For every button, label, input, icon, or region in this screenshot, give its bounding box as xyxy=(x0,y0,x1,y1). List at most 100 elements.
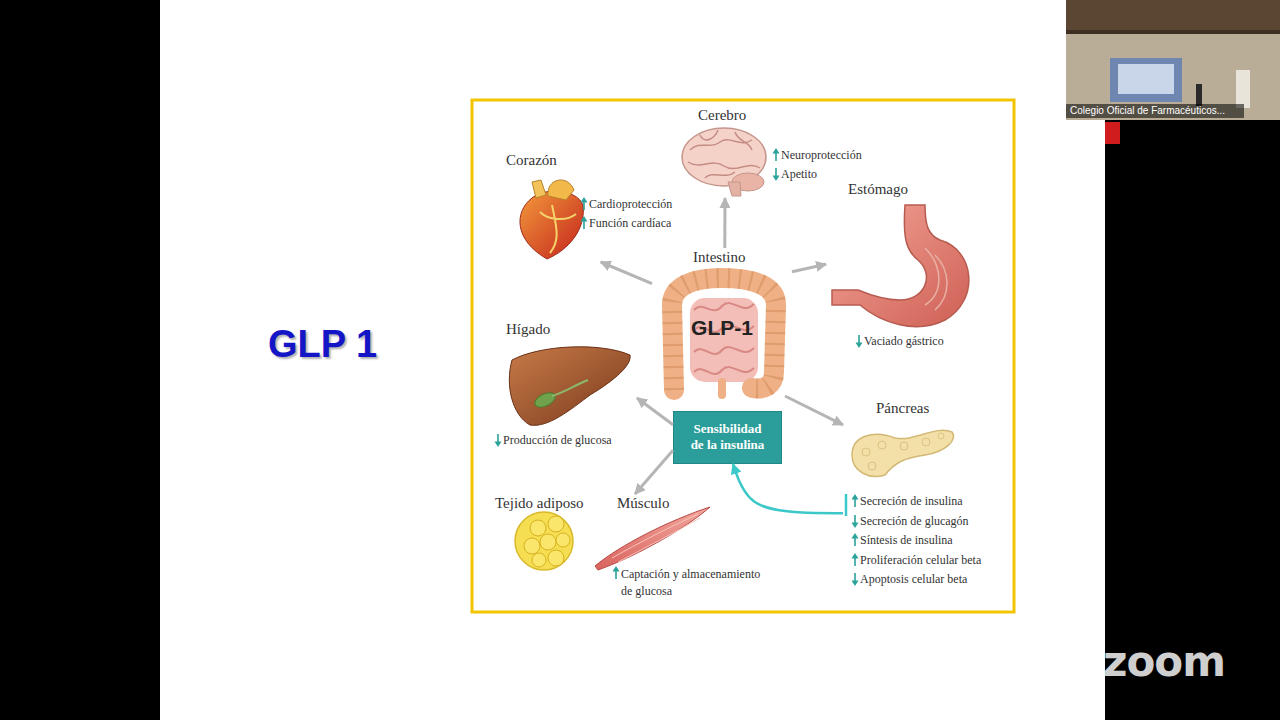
trend-arrow-head xyxy=(856,343,863,349)
effect-text: Proliferación celular beta xyxy=(860,553,981,567)
pancreas-illustration xyxy=(852,430,953,476)
trend-arrow xyxy=(852,515,859,528)
trend-arrow-head xyxy=(852,533,859,539)
rectum xyxy=(718,382,726,395)
effect-text: Neuroprotección xyxy=(781,148,862,162)
organ-node: Tejido adiposo xyxy=(490,494,598,576)
stomach-folds xyxy=(925,248,947,310)
pancreas-lobules xyxy=(862,433,944,470)
organ-name: Estómago xyxy=(848,181,908,198)
effect-text: Vaciado gástrico xyxy=(864,334,944,348)
trend-arrow xyxy=(613,566,620,579)
organ-name: Intestino xyxy=(693,249,746,266)
effect-text: Síntesis de insulina xyxy=(860,533,953,547)
watermark: zoom xyxy=(1103,638,1225,686)
muscle-fibres xyxy=(612,514,700,562)
webcam-caption: Colegio Oficial de Farmacéuticos... xyxy=(1070,105,1225,117)
trend-arrow-head xyxy=(613,566,620,572)
effect-text: Secreción de insulina xyxy=(860,494,963,508)
trend-arrow-shaft xyxy=(775,153,777,161)
flow-arrow xyxy=(635,450,673,494)
organ-node: HígadoProducción de glucosa xyxy=(492,320,637,450)
adipose-illustration xyxy=(515,512,573,570)
trend-arrow-head xyxy=(773,176,780,182)
trend-arrow xyxy=(852,494,859,507)
hormone-name: GLP-1 xyxy=(652,316,792,340)
recording-indicator xyxy=(1105,122,1120,144)
organ-name: Corazón xyxy=(506,152,557,169)
effect-text: Apoptosis celular beta xyxy=(860,572,967,586)
organ-node: CorazónCardioprotecciónFunción cardíaca xyxy=(500,150,690,262)
organ-name: Páncreas xyxy=(876,400,929,417)
trend-arrow-shaft xyxy=(497,434,499,442)
effect-text: Captación y almacenamiento de glucosa xyxy=(621,566,771,600)
heart-illustration xyxy=(520,191,583,259)
flow-arrow xyxy=(601,262,652,284)
organ-node: IntestinoGLP-1 xyxy=(652,248,792,396)
organ-node: MúsculoCaptación y almacenamiento de glu… xyxy=(590,494,790,600)
trend-arrow-shaft xyxy=(854,558,856,566)
diagram-frame xyxy=(472,100,1014,612)
effect-text: Producción de glucosa xyxy=(503,433,612,447)
trend-arrow-head xyxy=(852,494,859,500)
organ-node: EstómagoVaciado gástrico xyxy=(826,180,981,352)
slide-background xyxy=(160,0,1105,720)
trend-arrow xyxy=(852,573,859,586)
webcam-ceiling xyxy=(1066,0,1280,30)
flow-arrow xyxy=(785,396,843,425)
trend-arrow-head xyxy=(852,553,859,559)
trend-arrow-shaft xyxy=(583,221,585,229)
brainstem xyxy=(728,182,741,196)
slide-title: GLP 1 xyxy=(268,322,377,366)
organ-name: Cerebro xyxy=(698,107,746,124)
inhibition-bracket xyxy=(845,494,848,516)
trend-arrow xyxy=(852,553,859,566)
organ-name: Músculo xyxy=(617,495,670,512)
trend-arrow-shaft xyxy=(854,538,856,546)
muscle-illustration xyxy=(595,507,710,570)
effect-box-text: Sensibilidad de la insulina xyxy=(688,421,768,453)
stomach-illustration xyxy=(832,205,969,327)
trend-arrow-shaft xyxy=(615,571,617,579)
webcam-screen xyxy=(1110,58,1182,102)
effect-text: Apetito xyxy=(781,167,817,181)
organ-name: Hígado xyxy=(506,321,550,338)
liver-illustration xyxy=(509,347,630,426)
trend-arrow-shaft xyxy=(775,168,777,176)
trend-arrow-shaft xyxy=(854,515,856,523)
effect-box: Sensibilidad de la insulina xyxy=(673,411,782,464)
effect-text: Secreción de glucagón xyxy=(860,514,969,528)
feedback-arrow xyxy=(733,464,843,513)
trend-arrow xyxy=(495,434,502,447)
trend-arrow xyxy=(773,148,780,161)
aorta xyxy=(548,180,574,200)
trend-arrow-head xyxy=(773,148,780,154)
trend-arrow xyxy=(581,197,588,210)
trend-arrow xyxy=(852,533,859,546)
effect-text: Cardioprotección xyxy=(589,197,672,211)
small-intestine xyxy=(690,298,758,382)
effect-text: Función cardíaca xyxy=(589,216,671,230)
webcam-column xyxy=(1236,70,1250,108)
trend-arrow-head xyxy=(581,197,588,203)
webcam-thumbnail xyxy=(1066,0,1280,120)
flow-arrow xyxy=(723,198,726,248)
trend-arrow-head xyxy=(495,442,502,448)
organ-node: PáncreasSecreción de insulinaSecreción d… xyxy=(843,398,1008,590)
trend-arrow-head xyxy=(581,216,588,222)
trend-arrow-head xyxy=(852,523,859,529)
webcam-beam xyxy=(1066,30,1280,34)
gallbladder xyxy=(532,390,557,410)
webcam-name-strip xyxy=(1066,104,1244,118)
trend-arrow xyxy=(581,216,588,229)
trend-arrow-shaft xyxy=(583,202,585,210)
webcam-screen-content xyxy=(1118,64,1174,94)
trend-arrow xyxy=(856,335,863,348)
flow-arrow xyxy=(637,398,673,425)
coronary-vessels xyxy=(540,205,576,253)
trend-arrow-head xyxy=(852,581,859,587)
vein xyxy=(532,180,546,198)
webcam-speaker xyxy=(1196,84,1202,106)
trend-arrow-shaft xyxy=(854,573,856,581)
